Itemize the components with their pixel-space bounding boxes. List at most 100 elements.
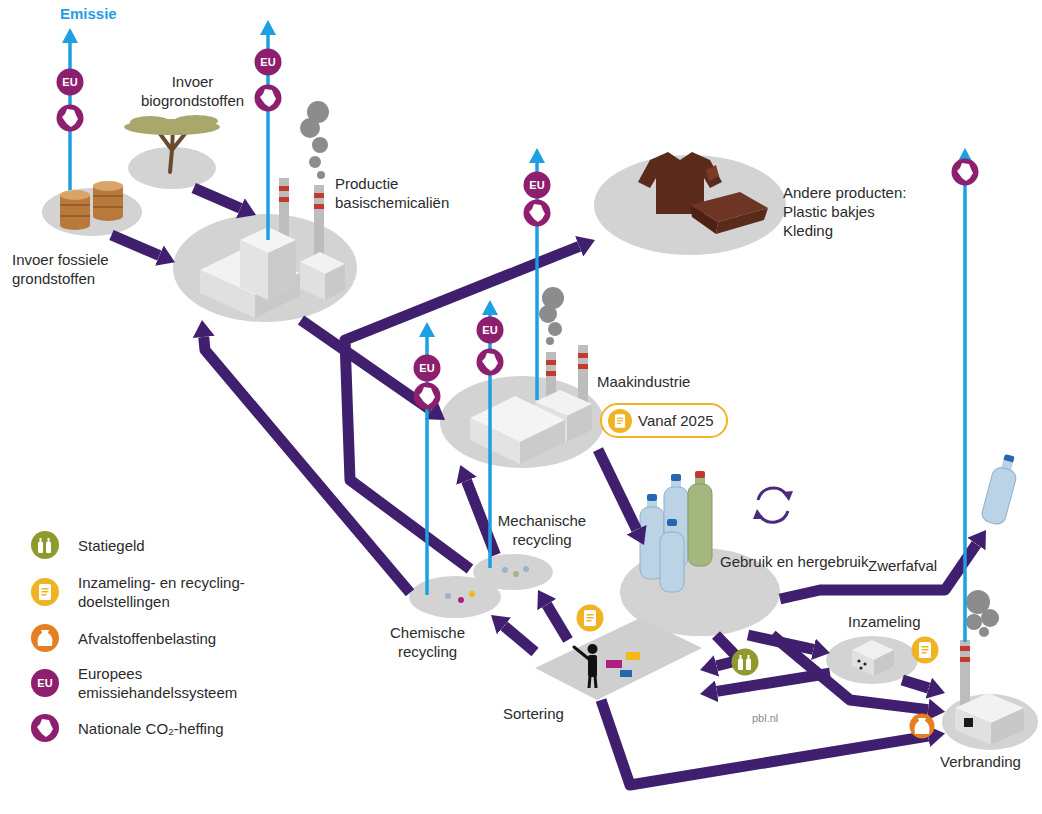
bottle (660, 532, 684, 592)
eu-badge (524, 172, 551, 199)
platform (942, 694, 1038, 750)
input-node: Invoer fossiele grondstoffen (45, 188, 140, 235)
tray (716, 208, 768, 234)
collection-building (852, 650, 874, 676)
target-badge (608, 409, 632, 433)
factory-block (520, 420, 565, 464)
eu-badge-text: EU (419, 362, 434, 374)
incinerator (991, 708, 1024, 745)
platform (409, 576, 501, 618)
smoke (309, 156, 321, 168)
smoke (966, 614, 982, 630)
smoke (317, 171, 325, 179)
barrel-band (60, 204, 90, 206)
bottle-cap (647, 494, 657, 501)
barrel (60, 220, 90, 230)
emission-arrow (419, 322, 435, 337)
factory-block (300, 262, 325, 300)
co2-levy-glyph (260, 89, 276, 107)
legend-glyph (39, 584, 51, 600)
deposit-glyph (738, 655, 751, 670)
legend-row: Afvalstoffenbelasting (31, 619, 293, 657)
chimney-band (279, 186, 289, 191)
co2-levy-badge (57, 105, 84, 132)
target-glyph (615, 414, 625, 428)
legend-glyph (37, 719, 53, 737)
emission-heading: Emissie (60, 4, 117, 23)
node-label: Sortering (503, 704, 583, 723)
co2-levy-badge (477, 349, 504, 376)
smoke (981, 609, 999, 627)
process-node: Mechanische recycling (470, 555, 555, 590)
eu-badge (57, 69, 84, 96)
note-badge: Vanaf 2025 (600, 403, 728, 438)
legend-text: Statiegeld (78, 536, 293, 555)
tree-canopy (174, 115, 218, 127)
platform (42, 188, 142, 236)
barrel-band (93, 195, 123, 197)
barrel-band (93, 206, 123, 208)
flow-arrow (717, 673, 830, 691)
node-label: Productie basischemicaliën (335, 174, 465, 212)
legend-row: Europees emissiehandelssysteem (31, 664, 293, 702)
reuse-arrow (753, 509, 764, 519)
chimney-band (279, 197, 289, 202)
process-node: Verbranding (945, 690, 1036, 752)
eu-badge (414, 355, 441, 382)
tree-canopy (130, 116, 170, 128)
legend-row: Statiegeld (31, 526, 293, 564)
product-node: Andere producten:Plastic bakjes Kleding (595, 155, 785, 255)
legend-swatch (31, 531, 59, 559)
chimney-band (578, 364, 588, 369)
target-badge (912, 637, 939, 664)
flow-arrow (204, 337, 410, 593)
tree-trunk (158, 129, 188, 172)
eu-badge-text: EU (62, 76, 77, 88)
chimney-band (960, 657, 970, 662)
chimney (314, 185, 324, 255)
legend-text: Nationale CO₂-heffing (78, 719, 293, 738)
reuse-arrow (782, 491, 793, 501)
flow-arrow (601, 700, 928, 785)
bottle (688, 484, 712, 566)
eu-badge (255, 49, 282, 76)
flow-arrow (598, 450, 637, 530)
co2-levy-glyph (62, 109, 78, 127)
legend-swatch (31, 624, 59, 652)
node-label: Plastic bakjes Kleding (783, 202, 893, 240)
factory-block (268, 240, 296, 300)
node-label: Mechanische recycling (492, 511, 592, 549)
smoke (312, 137, 328, 153)
bottle (980, 466, 1018, 526)
barrel (93, 181, 123, 191)
waste-tax-glyph (915, 718, 930, 734)
eu-badge-text: EU (482, 324, 497, 336)
eu-badge-text: EU (260, 56, 275, 68)
legend-text: Inzameling- en recycling-doelstellingen (78, 573, 293, 611)
pellet (502, 567, 508, 573)
node-label: Invoer biogrondstoffen (130, 72, 255, 110)
platform (173, 214, 357, 322)
process-node: Inzameling (830, 635, 915, 680)
flow-arrow (194, 188, 241, 208)
emission-arrow (963, 162, 967, 642)
legend-glyph (31, 578, 59, 606)
node-label: Maakindustrie (597, 372, 717, 391)
incinerator (955, 708, 991, 745)
node-label: Verbranding (940, 752, 1035, 771)
pellet (445, 593, 451, 599)
eu-badge-text: EU (529, 179, 544, 191)
bottle-cap (671, 474, 681, 481)
badge-text: Vanaf 2025 (638, 411, 714, 430)
co2-levy-badge (952, 159, 979, 186)
legend-swatch (31, 714, 59, 742)
co2-levy-glyph (419, 387, 435, 405)
waste-item (626, 652, 640, 660)
legend-glyph (31, 624, 59, 652)
chimney-band (960, 646, 970, 651)
emission-arrow (62, 28, 78, 43)
smoke (979, 627, 989, 637)
co2-levy-badge (255, 85, 282, 112)
dot (857, 659, 860, 662)
